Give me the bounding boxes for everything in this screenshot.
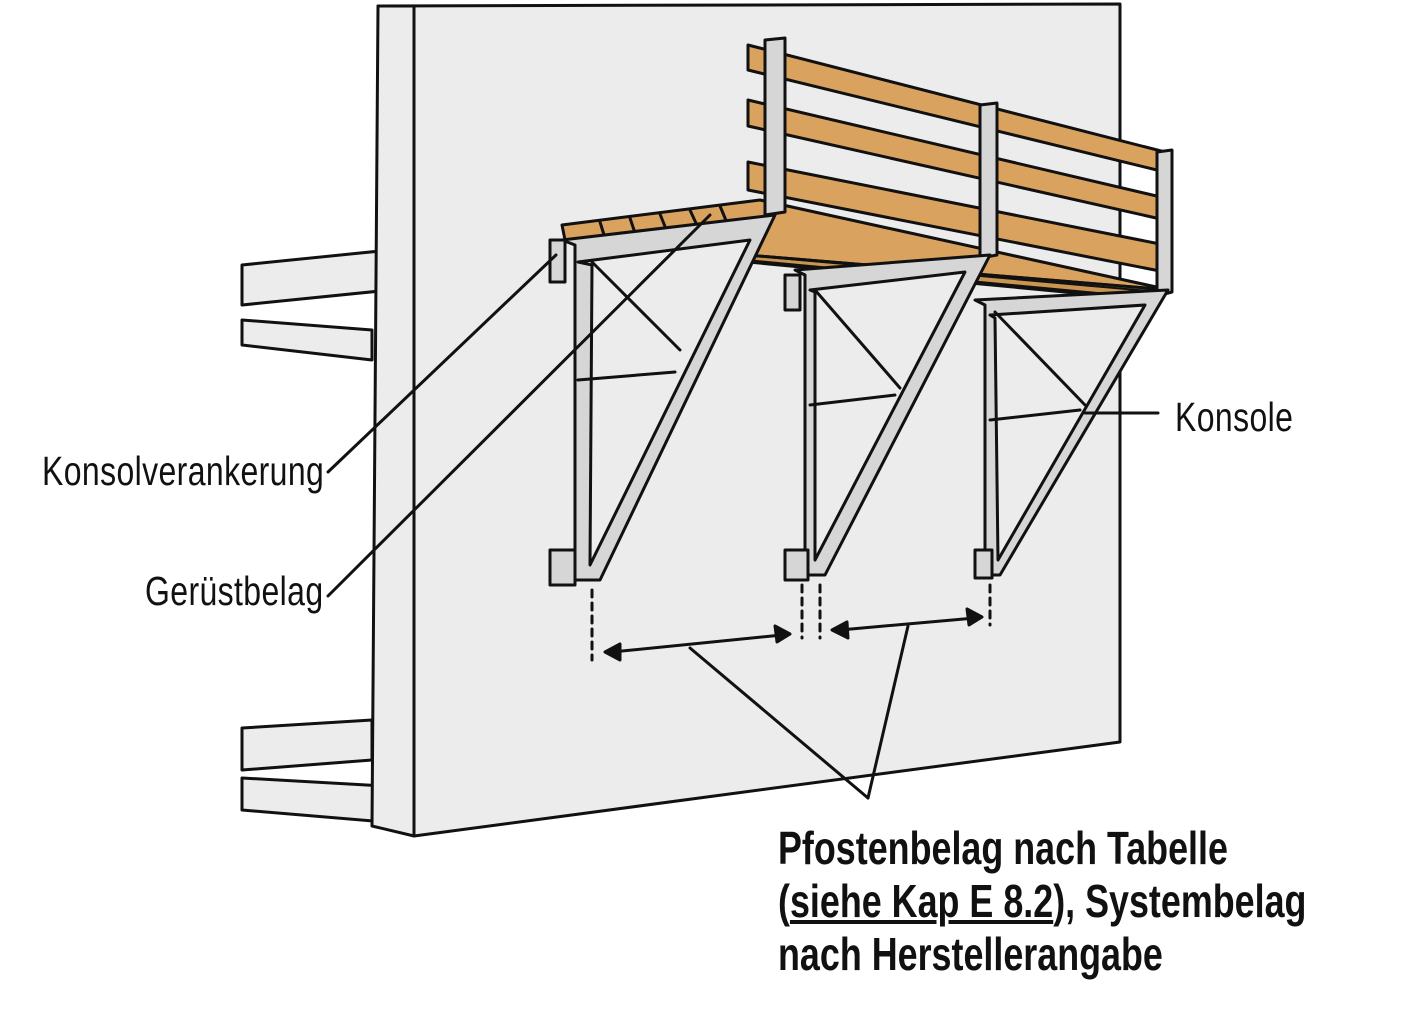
- dimension-arrows: [603, 607, 984, 662]
- caption-line-2: (siehe Kap E 8.2), Systembelag: [778, 875, 1306, 928]
- label-konsolverankerung: Konsolverankerung: [42, 448, 325, 494]
- dimension-dashes: [590, 583, 992, 662]
- guardrail-posts: [763, 36, 1174, 298]
- guardrail-boards: [746, 43, 1167, 274]
- caption-paren-open: (: [778, 875, 790, 927]
- bracket-2: [783, 253, 992, 582]
- caption-line-3: nach Herstellerangabe: [778, 928, 1163, 980]
- floor-slab-upper: [240, 248, 392, 362]
- label-geruestbelag: Gerüstbelag: [145, 568, 324, 614]
- bracket-1: [548, 213, 777, 587]
- floor-slab-lower: [240, 718, 387, 824]
- bracket-3: [973, 288, 1170, 580]
- caption-line-1: Pfostenbelag nach Tabelle: [778, 822, 1228, 874]
- label-konsole: Konsole: [1175, 394, 1294, 440]
- leader-lines: [326, 213, 1160, 800]
- chapter-reference-link[interactable]: siehe Kap E 8.2: [789, 875, 1054, 927]
- caption: Pfostenbelag nach Tabelle (siehe Kap E 8…: [778, 822, 1306, 981]
- caption-line-2-rest: ), Systembelag: [1053, 875, 1307, 927]
